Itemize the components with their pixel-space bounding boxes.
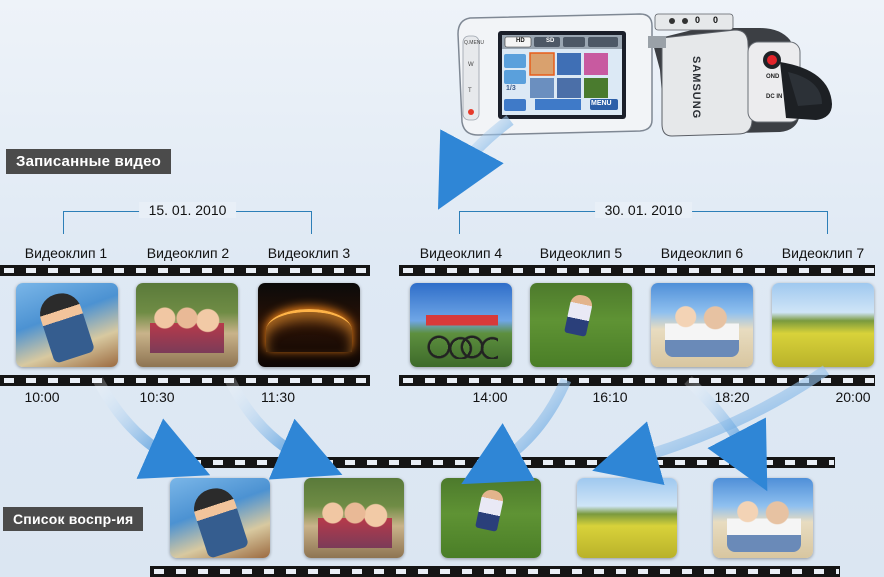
camera-tab-sd: SD xyxy=(546,38,555,44)
date-label-2: 30. 01. 2010 xyxy=(594,202,693,218)
date-label-1: 15. 01. 2010 xyxy=(138,202,237,218)
time-label-4: 14:00 xyxy=(472,389,508,405)
thumbnail-clip-2[interactable] xyxy=(136,283,238,367)
playlist-thumbnail-2[interactable] xyxy=(304,478,404,558)
clip-label-1: Видеоклип 1 xyxy=(24,245,108,261)
camera-label-dcin: DC IN xyxy=(766,94,783,100)
lcd-tab-bar xyxy=(502,35,622,49)
thumbnail-clip-3[interactable] xyxy=(258,283,360,367)
film-strip-top-right xyxy=(399,265,875,276)
thumbnail-clip-7[interactable] xyxy=(772,283,874,367)
clip-label-7: Видеоклип 7 xyxy=(781,245,865,261)
camera-label-0a: 0 xyxy=(695,15,701,25)
camera-side-label-w: W xyxy=(468,62,474,68)
camera-label-0b: 0 xyxy=(713,15,719,25)
playlist-thumbnail-3[interactable] xyxy=(441,478,541,558)
recorded-videos-label: Записанные видео xyxy=(6,149,171,174)
thumbnail-clip-6[interactable] xyxy=(651,283,753,367)
lcd-thumbnail-grid xyxy=(504,52,618,111)
camera-label-ond: OND xyxy=(766,74,780,80)
film-strip-top-left xyxy=(0,265,370,276)
time-label-5: 16:10 xyxy=(592,389,628,405)
thumbnail-clip-5[interactable] xyxy=(530,283,632,367)
camera-side-label-t: T xyxy=(468,88,472,94)
playlist-label: Список воспр-ия xyxy=(3,507,144,531)
clip-label-6: Видеоклип 6 xyxy=(660,245,744,261)
film-strip-mid-left xyxy=(0,375,370,386)
camera-body xyxy=(648,13,832,137)
date-bracket-2: 30. 01. 2010 xyxy=(459,202,828,234)
playlist-thumbnail-5[interactable] xyxy=(713,478,813,558)
camera-tab-hd: HD xyxy=(516,38,525,44)
time-label-6: 18:20 xyxy=(714,389,750,405)
time-label-2: 10:30 xyxy=(139,389,175,405)
arrow-clip5-to-playlist xyxy=(461,377,572,485)
clip-label-5: Видеоклип 5 xyxy=(539,245,623,261)
clip-label-2: Видеоклип 2 xyxy=(146,245,230,261)
time-label-7: 20:00 xyxy=(835,389,871,405)
thumbnail-clip-1[interactable] xyxy=(16,283,118,367)
time-label-1: 10:00 xyxy=(24,389,60,405)
camera-brand: SAMSUNG xyxy=(690,56,702,120)
film-strip-mid-right xyxy=(399,375,875,386)
clip-label-4: Видеоклип 4 xyxy=(419,245,503,261)
playlist-thumbnail-4[interactable] xyxy=(577,478,677,558)
arrow-camera-to-recorded xyxy=(437,115,514,210)
playlist-thumbnail-1[interactable] xyxy=(170,478,270,558)
film-strip-playlist-bottom xyxy=(150,566,840,577)
date-bracket-1: 15. 01. 2010 xyxy=(63,202,312,234)
arrow-clip2-to-playlist xyxy=(225,377,343,480)
lcd-side-buttons xyxy=(462,35,480,121)
time-label-3: 11:30 xyxy=(261,389,295,405)
thumbnail-clip-4[interactable] xyxy=(410,283,512,367)
camera-page-indicator: 1/3 xyxy=(506,85,516,92)
camera-menu-button: MENU xyxy=(591,100,612,107)
clip-label-3: Видеоклип 3 xyxy=(267,245,351,261)
arrow-clip6-to-playlist xyxy=(684,376,768,492)
arrow-clip1-to-playlist xyxy=(93,377,211,479)
camera-side-label-qmenu: Q.MENU xyxy=(464,40,484,46)
